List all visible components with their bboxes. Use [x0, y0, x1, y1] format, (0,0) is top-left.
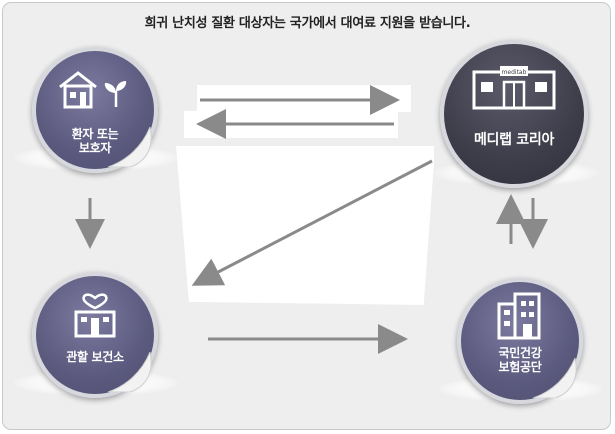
node-patient: 환자 또는 보호자 — [14, 47, 178, 175]
node-disc — [32, 47, 158, 173]
node-nhis-label-line2: 보험공단 — [498, 360, 542, 374]
page-curl-icon — [108, 352, 152, 392]
node-disc — [440, 40, 588, 188]
hospital-heart-icon — [74, 293, 116, 338]
node-health-center: 관할 보건소 — [14, 272, 178, 400]
meditab-sign: meditab — [502, 69, 527, 76]
node-patient-label-line1: 환자 또는 — [71, 127, 119, 141]
node-nhis: 국민건강 보험공단 — [439, 278, 603, 406]
node-patient-label-line2: 보호자 — [78, 141, 112, 155]
node-meditab-label: 메디랩 코리아 — [473, 132, 555, 148]
page-curl-icon — [108, 127, 152, 167]
arrow-meditab-to-health-center — [191, 159, 433, 286]
node-patient-label: 환자 또는 보호자 — [32, 127, 158, 155]
node-nhis-label-line1: 국민건강 — [498, 346, 542, 360]
node-meditab: meditab 메디랩 코리아 — [434, 40, 598, 188]
page-curl-icon — [533, 358, 577, 398]
office-building-icon — [497, 292, 541, 340]
node-health-center-label: 관할 보건소 — [66, 350, 124, 364]
node-nhis-label: 국민건강 보험공단 — [457, 346, 583, 374]
diagram-title: 희귀 난치성 질환 대상자는 국가에서 대여료 지원을 받습니다. — [144, 16, 471, 31]
clinic-building-icon: meditab — [472, 66, 556, 110]
house-plant-icon — [59, 71, 127, 109]
